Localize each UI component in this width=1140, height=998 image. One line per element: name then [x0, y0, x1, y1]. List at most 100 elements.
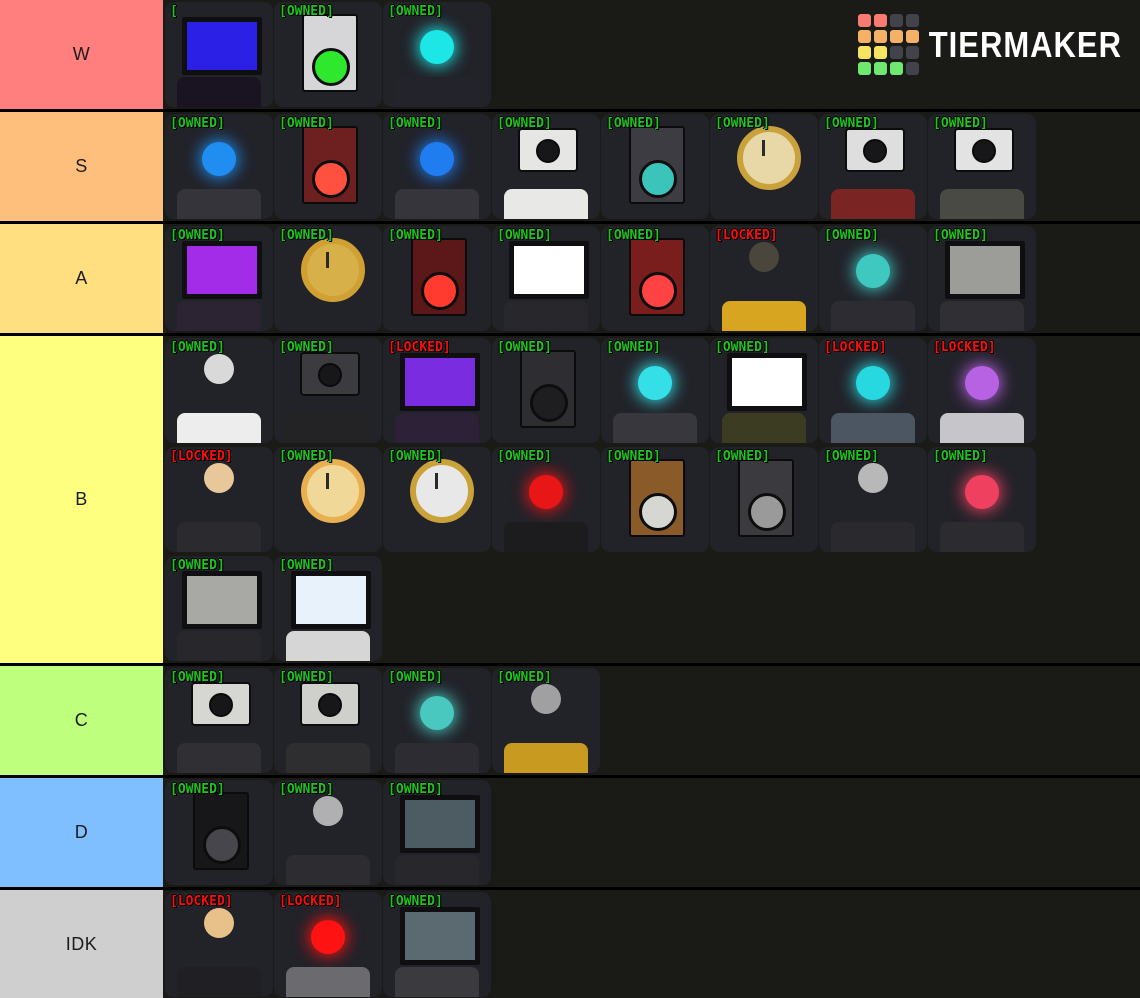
ownership-badge: [OWNED] — [388, 782, 443, 797]
tier-row-a: A[OWNED][OWNED][OWNED][OWNED][OWNED][LOC… — [0, 224, 1140, 336]
character-tile-golden-drill-mech[interactable]: [LOCKED] — [710, 226, 818, 331]
tier-label-a[interactable]: A — [0, 224, 163, 333]
ownership-badge: [OWNED] — [279, 449, 334, 464]
tier-row-s: S[OWNED][OWNED][OWNED][OWNED][OWNED][OWN… — [0, 112, 1140, 224]
ownership-badge: [OWNED] — [715, 116, 770, 131]
character-tile-red-orb-cameraman[interactable]: [OWNED] — [819, 114, 927, 219]
character-tile-static-tv-suit[interactable]: [OWNED] — [165, 556, 273, 661]
tier-dropzone-s[interactable]: [OWNED][OWNED][OWNED][OWNED][OWNED][OWNE… — [163, 112, 1140, 221]
character-tile-black-projector-head[interactable]: [OWNED] — [492, 338, 600, 443]
ownership-badge: [OWNED] — [497, 228, 552, 243]
character-tile-purple-orb-panel-titan[interactable]: [LOCKED] — [928, 338, 1036, 443]
logo-grid-square — [905, 30, 919, 43]
character-tile-blue-eye-cameraman[interactable]: [OWNED] — [383, 114, 491, 219]
ownership-badge: [LOCKED] — [933, 340, 996, 355]
tier-label-idk[interactable]: IDK — [0, 890, 163, 998]
tier-label-s[interactable]: S — [0, 112, 163, 221]
character-tile-face-tv-head[interactable]: [OWNED] — [383, 892, 491, 997]
tier-dropzone-w[interactable]: [ [OWNED] [OWNED] — [163, 0, 1140, 109]
character-tile-gray-orb-head[interactable]: [OWNED] — [274, 780, 382, 885]
character-tile-white-mech-green-core[interactable]: [OWNED] — [274, 2, 382, 107]
tile-subrow: [OWNED][OWNED][OWNED][OWNED][OWNED][OWNE… — [163, 112, 1140, 221]
ownership-badge: [OWNED] — [606, 228, 661, 243]
character-tile-white-gold-clock-head[interactable]: [OWNED] — [383, 447, 491, 552]
character-tile-pink-ring-orb-unit[interactable]: [OWNED] — [928, 447, 1036, 552]
logo-grid-square — [889, 46, 903, 59]
tier-dropzone-b[interactable]: [OWNED][OWNED][LOCKED][OWNED][OWNED][OWN… — [163, 336, 1140, 663]
character-tile-white-camera-head[interactable]: [OWNED] — [165, 668, 273, 773]
logo-grid-square — [905, 14, 919, 27]
tier-dropzone-c[interactable]: [OWNED][OWNED][OWNED][OWNED] — [163, 666, 1140, 775]
character-tile-large-blue-screen-tv[interactable]: [ — [165, 2, 273, 107]
character-tile-white-cameraman[interactable]: [OWNED] — [492, 114, 600, 219]
ownership-badge: [OWNED] — [388, 449, 443, 464]
ownership-badge: [OWNED] — [388, 4, 443, 19]
character-tile-tall-black-speaker[interactable]: [OWNED] — [165, 780, 273, 885]
tile-subrow: [LOCKED] [OWNED] [OWNED] [OWNED] [OWNED] [OWN… — [163, 445, 1140, 554]
character-tile-dark-camcorder-man[interactable]: [OWNED] — [274, 338, 382, 443]
tile-subrow: [OWNED] [OWNED] — [163, 554, 1140, 663]
character-tile-teal-orb-cameraman[interactable]: [OWNED] — [819, 226, 927, 331]
character-tile-red-eye-gray-unit[interactable]: [LOCKED] — [274, 892, 382, 997]
tiermaker-logo[interactable]: TIERMAKER — [857, 14, 1122, 75]
character-tile-blue-core-drone[interactable]: [OWNED] — [165, 114, 273, 219]
character-tile-dark-laptop-head[interactable]: [OWNED] — [383, 780, 491, 885]
character-tile-cyan-orb-gray-titan[interactable]: [OWNED] — [601, 338, 709, 443]
character-tile-cyan-disc-head[interactable]: [OWNED] — [383, 668, 491, 773]
character-tile-white-screen-tvman[interactable]: [OWNED] — [492, 226, 600, 331]
tier-label-b[interactable]: B — [0, 336, 163, 663]
character-tile-cyan-core-winged-titan[interactable]: [LOCKED] — [819, 338, 927, 443]
tier-dropzone-idk[interactable]: [LOCKED] [LOCKED] [OWNED] — [163, 890, 1140, 998]
ownership-badge: [OWNED] — [824, 449, 879, 464]
tiermaker-grid-icon — [857, 14, 919, 75]
character-tile-white-screen-yellow-wire-titan[interactable]: [OWNED] — [710, 338, 818, 443]
character-tile-white-screen-tv-suit[interactable]: [OWNED] — [274, 556, 382, 661]
character-tile-golden-clockman[interactable]: [OWNED] — [710, 114, 818, 219]
ownership-badge: [OWNED] — [279, 4, 334, 19]
ownership-badge: [OWNED] — [497, 340, 552, 355]
tier-label-d[interactable]: D — [0, 778, 163, 887]
character-tile-red-titan-speakerman[interactable]: [OWNED] — [274, 114, 382, 219]
tier-row-idk: IDK[LOCKED][LOCKED][OWNED] — [0, 890, 1140, 998]
logo-grid-square — [905, 46, 919, 59]
tier-dropzone-a[interactable]: [OWNED][OWNED][OWNED][OWNED][OWNED][LOCK… — [163, 224, 1140, 333]
ownership-badge: [OWNED] — [170, 558, 225, 573]
tier-dropzone-d[interactable]: [OWNED] [OWNED] [OWNED] — [163, 778, 1140, 887]
character-tile-gray-camera-red-tie[interactable]: [OWNED] — [274, 668, 382, 773]
character-tile-clawed-white-cameraman[interactable]: [OWNED] — [928, 114, 1036, 219]
character-tile-red-speaker-titan[interactable]: [OWNED] — [601, 226, 709, 331]
character-tile-wooden-speaker[interactable]: [OWNED] — [601, 447, 709, 552]
ownership-badge: [OWNED] — [606, 449, 661, 464]
character-tile-red-ring-speaker[interactable]: [OWNED] — [492, 447, 600, 552]
character-tile-static-tv-head[interactable]: [OWNED] — [928, 226, 1036, 331]
ownership-badge: [OWNED] — [933, 449, 988, 464]
ownership-badge: [OWNED] — [497, 116, 552, 131]
tier-row-c: C[OWNED][OWNED][OWNED][OWNED] — [0, 666, 1140, 778]
character-tile-tripod-camera[interactable]: [OWNED] — [819, 447, 927, 552]
character-tile-purple-core-titan[interactable]: [LOCKED] — [383, 338, 491, 443]
character-tile-suited-man-glasses[interactable]: [LOCKED] — [165, 892, 273, 997]
character-tile-gray-orb-gold-tie[interactable]: [OWNED] — [492, 668, 600, 773]
ownership-badge: [LOCKED] — [715, 228, 778, 243]
ownership-badge: [OWNED] — [388, 894, 443, 909]
tile-subrow: [OWNED][OWNED][OWNED][OWNED] — [163, 666, 1140, 775]
character-tile-glowing-clock-head[interactable]: [OWNED] — [274, 447, 382, 552]
character-tile-round-camera-head-suit[interactable]: [OWNED] — [165, 338, 273, 443]
ownership-badge: [OWNED] — [606, 340, 661, 355]
tier-label-w[interactable]: W — [0, 0, 163, 109]
character-tile-winged-dark-cameraman[interactable]: [OWNED] — [601, 114, 709, 219]
ownership-badge: [OWNED] — [824, 228, 879, 243]
character-tile-control-room-operator[interactable]: [LOCKED] — [165, 447, 273, 552]
ownership-badge: [OWNED] — [170, 670, 225, 685]
ownership-badge: [OWNED] — [170, 782, 225, 797]
tier-label-c[interactable]: C — [0, 666, 163, 775]
character-tile-purple-screen-tvman[interactable]: [OWNED] — [165, 226, 273, 331]
character-tile-gold-clock-head[interactable]: [OWNED] — [274, 226, 382, 331]
character-tile-black-speaker[interactable]: [OWNED] — [710, 447, 818, 552]
character-tile-dark-titan-cyan-orbs[interactable]: [OWNED] — [383, 2, 491, 107]
logo-grid-square — [873, 14, 887, 27]
ownership-badge: [LOCKED] — [279, 894, 342, 909]
character-tile-dark-red-speaker-titan[interactable]: [OWNED] — [383, 226, 491, 331]
